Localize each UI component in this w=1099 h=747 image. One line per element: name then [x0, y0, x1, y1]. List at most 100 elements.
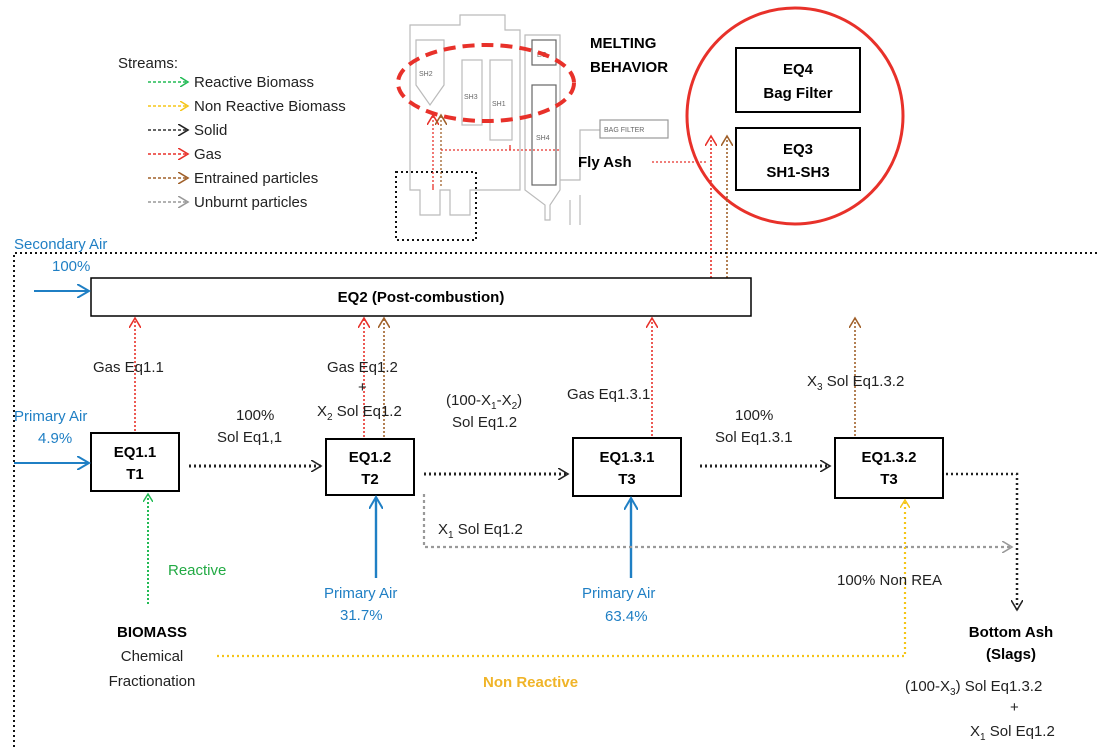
stack — [569, 195, 581, 225]
x1-subscript: 1 — [448, 530, 454, 541]
secondary-air-label: Secondary Air — [14, 236, 107, 253]
boiler-label-bag-filter: BAG FILTER — [604, 127, 644, 134]
legend-title: Streams: — [118, 55, 178, 72]
bottom-ash-plus: + — [1010, 699, 1019, 716]
primary-air-2-percent: 31.7% — [340, 607, 383, 624]
bottom-ash-part-b: ) Sol Eq1.3.2 — [956, 678, 1043, 695]
eq4-subtitle: Bag Filter — [763, 85, 832, 102]
eq4-box — [735, 47, 861, 113]
eq3-title: EQ3 — [783, 141, 813, 158]
eq1-1-box — [90, 432, 180, 492]
sh4-shape — [531, 84, 557, 186]
flow-2-part-b: -X — [497, 392, 512, 409]
primary-air-1-percent: 4.9% — [38, 430, 72, 447]
secondary-air-percent: 100% — [52, 258, 90, 275]
primary-air-2-label: Primary Air — [324, 585, 397, 602]
sh1-shape — [489, 59, 513, 141]
flow-2-sub-2: 2 — [512, 401, 518, 412]
melting-zone-ellipse — [396, 43, 576, 123]
boiler-label-sh2: SH2 — [419, 71, 433, 78]
flow-3-percent: 100% — [735, 407, 773, 424]
eq1-3-1-subtitle: T3 — [618, 471, 636, 488]
sh2-shape — [415, 39, 445, 107]
non-rea-label: 100% Non REA — [837, 572, 942, 589]
x1-letter: X — [438, 521, 448, 538]
bottom-ash-x1-sub: 1 — [980, 732, 986, 743]
bottom-ash-x3-sub: 3 — [950, 687, 956, 698]
eq1-2-title: EQ1.2 — [349, 449, 392, 466]
flow-2-part-a: (100-X — [446, 392, 491, 409]
biomass-line-2: Chemical — [121, 648, 184, 665]
non-reactive-biomass-flow — [217, 500, 905, 658]
gas-eq1-2-label: Gas Eq1.2 — [327, 359, 398, 376]
flow-2-fraction: (100-X1-X2) — [446, 392, 522, 412]
grate-zone-box — [395, 171, 477, 241]
flow-3-label: Sol Eq1.3.1 — [715, 429, 793, 446]
duct — [560, 129, 600, 181]
eq3-box — [735, 127, 861, 191]
primary-air-1-label: Primary Air — [14, 408, 87, 425]
filter-circle — [685, 6, 905, 226]
fly-ash-label: Fly Ash — [578, 154, 632, 171]
solid-to-bottom-ash — [946, 472, 1017, 610]
boiler-schematic — [409, 14, 669, 225]
bag-filter-shape — [599, 119, 669, 139]
melting-label-2: BEHAVIOR — [590, 59, 668, 76]
legend-label-gas: Gas — [194, 146, 222, 163]
furnace-outline — [409, 14, 521, 216]
gas-eq1-2-plus: + — [358, 379, 367, 396]
legend-label-nonreactive: Non Reactive Biomass — [194, 98, 346, 115]
boiler-label-sh4: SH4 — [536, 135, 550, 142]
legend-label-unburnt: Unburnt particles — [194, 194, 307, 211]
eq4-title: EQ4 — [783, 61, 814, 78]
biomass-title: BIOMASS — [117, 624, 187, 641]
eq3-subtitle: SH1-SH3 — [766, 164, 829, 181]
x2-sol-text: Sol Eq1.2 — [333, 403, 402, 420]
bottom-ash-part-a: (100-X — [905, 678, 950, 695]
x2-letter: X — [317, 403, 327, 420]
legend-label-solid: Solid — [194, 122, 227, 139]
flow-2-part-c: ) — [517, 392, 522, 409]
sh3-shape — [461, 59, 483, 126]
eq1-3-2-subtitle: T3 — [880, 471, 898, 488]
eq1-1-title: EQ1.1 — [114, 444, 157, 461]
legend: Streams: Reactive Biomass Non Reactive B… — [118, 55, 346, 211]
eq1-3-2-title: EQ1.3.2 — [861, 449, 916, 466]
eq2-box — [90, 277, 752, 317]
ec-shape — [531, 39, 557, 66]
gas-eq1-2-x2-sol: X2 Sol Eq1.2 — [317, 403, 402, 423]
x3-subscript: 3 — [817, 382, 823, 393]
boiler-label-sh1: SH1 — [492, 101, 506, 108]
bottom-ash-eq-line-1: (100-X3) Sol Eq1.3.2 — [905, 678, 1042, 698]
eq1-3-2-box — [834, 437, 944, 499]
x1-sol-label: X1 Sol Eq1.2 — [438, 521, 523, 541]
bottom-ash-subtitle: (Slags) — [986, 646, 1036, 663]
flow-1-percent: 100% — [236, 407, 274, 424]
melting-label-1: MELTING — [590, 35, 656, 52]
bottom-ash-x1-letter: X — [970, 723, 980, 740]
flow-2-sub-1: 1 — [491, 401, 497, 412]
eq1-3-1-box — [572, 437, 682, 497]
boiler-label-sh3: SH3 — [464, 94, 478, 101]
unburnt-flow — [422, 494, 1012, 547]
x3-sol-text: Sol Eq1.3.2 — [823, 373, 905, 390]
legend-label-entrained: Entrained particles — [194, 170, 318, 187]
gas-eq1-1-label: Gas Eq1.1 — [93, 359, 164, 376]
eq2-label: EQ2 (Post-combustion) — [338, 289, 505, 306]
x2-subscript: 2 — [327, 412, 333, 423]
flow-1-label: Sol Eq1,1 — [217, 429, 282, 446]
x3-sol-label: X3 Sol Eq1.3.2 — [807, 373, 904, 393]
eq1-2-box — [325, 438, 415, 496]
non-reactive-label: Non Reactive — [483, 674, 578, 691]
biomass-line-3: Fractionation — [109, 673, 196, 690]
legend-label-reactive: Reactive Biomass — [194, 74, 314, 91]
eq1-1-subtitle: T1 — [126, 466, 144, 483]
reactive-label: Reactive — [168, 562, 226, 579]
tower-outline — [524, 34, 561, 221]
eq1-2-subtitle: T2 — [361, 471, 379, 488]
gas-eq1-3-1-label: Gas Eq1.3.1 — [567, 386, 650, 403]
bottom-ash-eq-line-2: X1 Sol Eq1.2 — [970, 723, 1055, 743]
flow-2-label: Sol Eq1.2 — [452, 414, 517, 431]
primary-air-3-label: Primary Air — [582, 585, 655, 602]
